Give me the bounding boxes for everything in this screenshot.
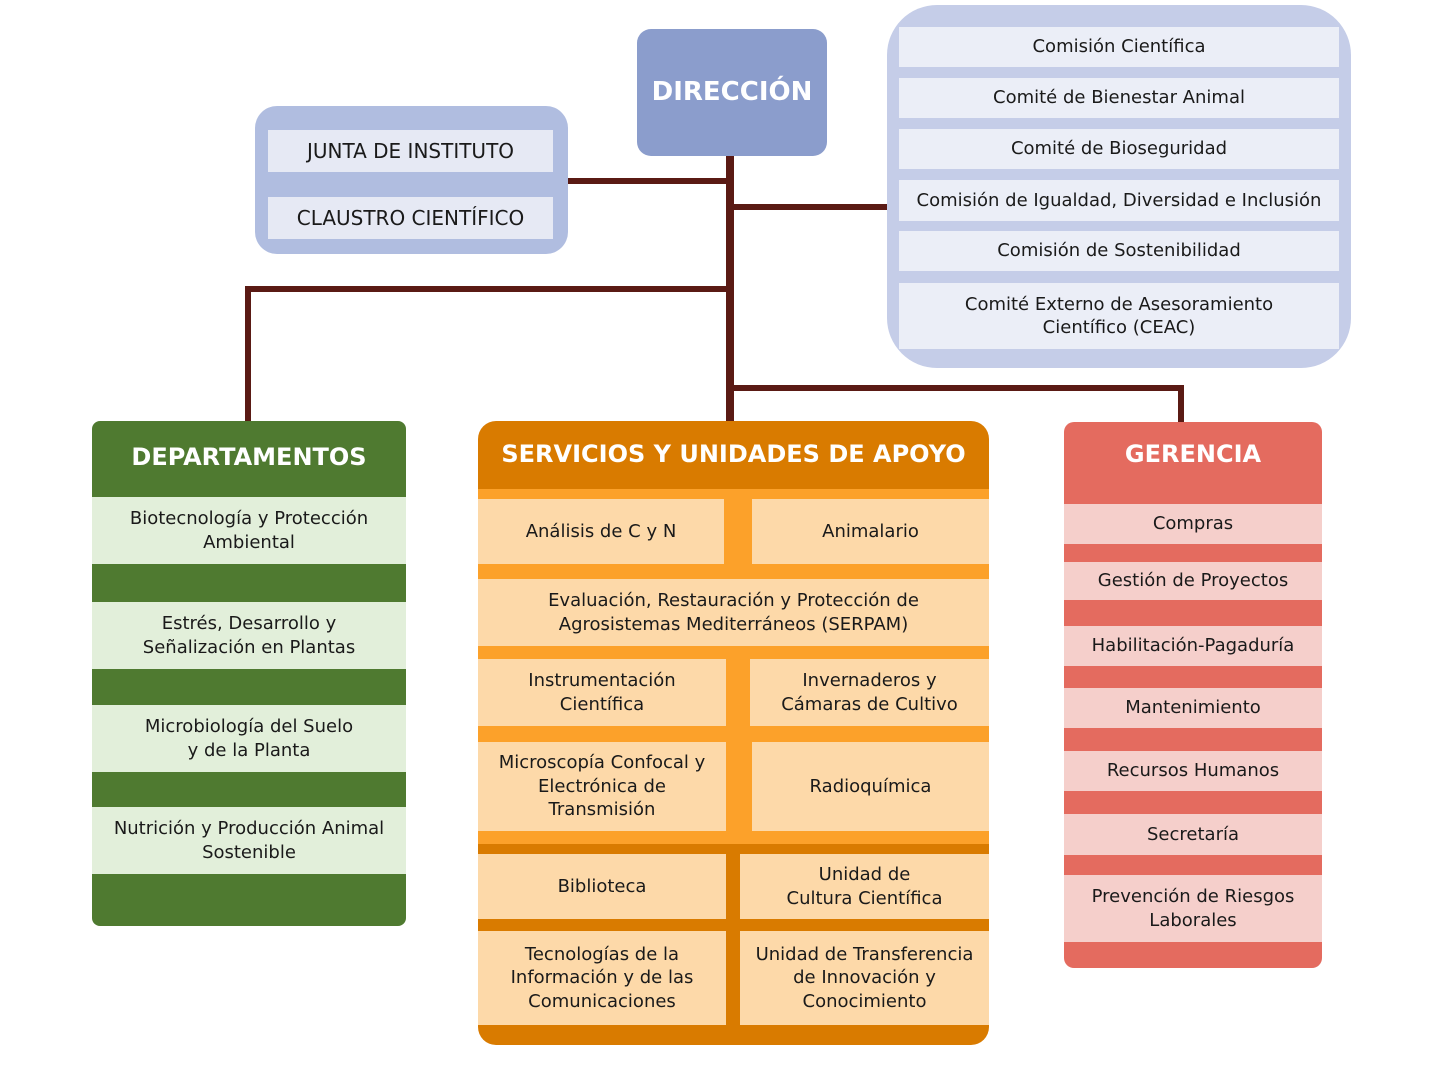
gerencia-panel: GERENCIA Compras Gestión de Proyectos Ha…: [1064, 422, 1322, 968]
junta-instituto: JUNTA DE INSTITUTO: [268, 130, 553, 172]
ger-secretaria: Secretaría: [1064, 814, 1322, 855]
serv-radioquimica: Radioquímica: [752, 742, 989, 831]
serv-invernaderos: Invernaderos y Cámaras de Cultivo: [750, 659, 989, 726]
servicios-panel: SERVICIOS Y UNIDADES DE APOYO Análisis d…: [478, 421, 989, 1045]
serv-analisis-cn: Análisis de C y N: [478, 499, 724, 564]
connector-trunk: [726, 154, 734, 422]
serv-biblioteca: Biblioteca: [478, 854, 726, 919]
departamentos-panel: DEPARTAMENTOS Biotecnología y Protección…: [92, 421, 406, 926]
serv-instrumentacion: Instrumentación Científica: [478, 659, 726, 726]
ger-compras: Compras: [1064, 504, 1322, 544]
dept-microbiologia: Microbiología del Suelo y de la Planta: [92, 705, 406, 772]
servicios-title: SERVICIOS Y UNIDADES DE APOYO: [501, 440, 966, 469]
serv-animalario: Animalario: [752, 499, 989, 564]
ger-mantenimiento: Mantenimiento: [1064, 688, 1322, 728]
dept-nutricion: Nutrición y Producción Animal Sostenible: [92, 807, 406, 874]
dept-biotecnologia: Biotecnología y Protección Ambiental: [92, 497, 406, 564]
serv-tic: Tecnologías de la Información y de las C…: [478, 931, 726, 1025]
comite-bienestar-animal: Comité de Bienestar Animal: [899, 78, 1339, 118]
ger-prevencion-riesgos: Prevención de Riesgos Laborales: [1064, 875, 1322, 942]
connector-gerencia-vertical: [1178, 385, 1184, 423]
comisiones-group: Comisión Científica Comité de Bienestar …: [887, 5, 1351, 368]
comision-sostenibilidad: Comisión de Sostenibilidad: [899, 231, 1339, 271]
junta-group: JUNTA DE INSTITUTO CLAUSTRO CIENTÍFICO: [255, 106, 568, 254]
ger-habilitacion: Habilitación-Pagaduría: [1064, 626, 1322, 666]
ger-recursos-humanos: Recursos Humanos: [1064, 751, 1322, 791]
connector-gerencia-horizontal: [730, 385, 1184, 391]
dept-estres-desarrollo: Estrés, Desarrollo y Señalización en Pla…: [92, 602, 406, 669]
serv-cultura-cientifica: Unidad de Cultura Científica: [740, 854, 989, 919]
departamentos-title: DEPARTAMENTOS: [131, 443, 367, 472]
serv-serpam: Evaluación, Restauración y Protección de…: [478, 579, 989, 646]
connector-dept-horizontal: [245, 286, 730, 292]
comite-bioseguridad: Comité de Bioseguridad: [899, 129, 1339, 169]
connector-dept-vertical: [245, 286, 251, 422]
claustro-cientifico: CLAUSTRO CIENTÍFICO: [268, 197, 553, 239]
serv-microscopia: Microscopía Confocal y Electrónica de Tr…: [478, 742, 726, 831]
comite-externo-ceac: Comité Externo de Asesoramiento Científi…: [899, 283, 1339, 349]
comision-cientifica: Comisión Científica: [899, 27, 1339, 67]
connector-junta: [567, 178, 730, 184]
gerencia-title: GERENCIA: [1124, 440, 1262, 469]
direccion-box: DIRECCIÓN: [637, 29, 827, 156]
serv-transferencia: Unidad de Transferencia de Innovación y …: [740, 931, 989, 1025]
connector-comisiones: [730, 204, 888, 210]
comision-igualdad: Comisión de Igualdad, Diversidad e Inclu…: [899, 180, 1339, 221]
ger-gestion-proyectos: Gestión de Proyectos: [1064, 562, 1322, 600]
